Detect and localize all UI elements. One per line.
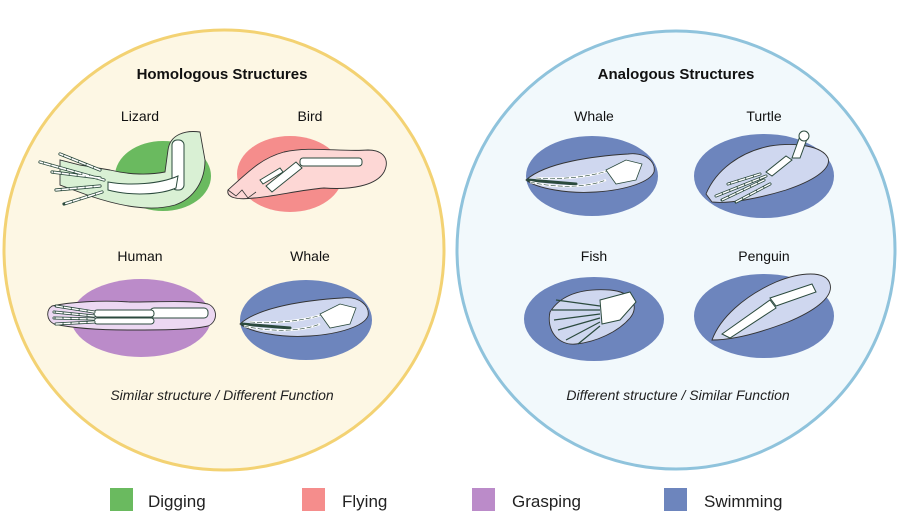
lizard-limb-icon xyxy=(38,131,206,209)
whale-analogous-label: Whale xyxy=(574,108,614,124)
turtle-label: Turtle xyxy=(746,108,781,124)
legend-item-digging: Digging xyxy=(110,488,206,511)
penguin-flipper-icon xyxy=(711,273,831,341)
legend-swatch-digging xyxy=(110,488,133,511)
legend-item-flying: Flying xyxy=(302,488,387,511)
legend-swatch-flying xyxy=(302,488,325,511)
legend-swatch-grasping xyxy=(472,488,495,511)
homologous-panel: Homologous Structures Lizard Bird xyxy=(2,28,446,472)
fish-fin-icon xyxy=(548,289,637,345)
turtle-item: Turtle xyxy=(694,108,834,218)
lizard-label: Lizard xyxy=(121,108,159,124)
bird-wing-icon xyxy=(227,148,387,200)
bird-item: Bird xyxy=(227,108,387,212)
whale-homologous-label: Whale xyxy=(290,248,330,264)
bird-label: Bird xyxy=(298,108,323,124)
analogous-caption: Different structure / Similar Function xyxy=(566,387,790,403)
whale-analogous-item: Whale xyxy=(524,108,658,216)
penguin-label: Penguin xyxy=(738,248,789,264)
homologous-title: Homologous Structures xyxy=(137,66,308,83)
fish-item: Fish xyxy=(524,248,664,361)
legend-swatch-swimming xyxy=(664,488,687,511)
turtle-flipper-icon xyxy=(705,130,829,204)
lizard-item: Lizard xyxy=(38,108,211,211)
legend-label-digging: Digging xyxy=(148,492,206,511)
legend-label-swimming: Swimming xyxy=(704,492,782,511)
fish-label: Fish xyxy=(581,248,607,264)
analogous-panel: Analogous Structures Whale Turtle xyxy=(455,29,897,471)
legend-label-grasping: Grasping xyxy=(512,492,581,511)
homologous-circle xyxy=(2,28,446,472)
legend-item-grasping: Grasping xyxy=(472,488,581,511)
human-label: Human xyxy=(117,248,162,264)
human-item: Human xyxy=(47,248,216,357)
legend: Digging Flying Grasping Swimming xyxy=(110,488,782,511)
whale-homologous-item: Whale xyxy=(238,248,372,360)
analogous-circle xyxy=(455,29,897,471)
legend-item-swimming: Swimming xyxy=(664,488,782,511)
homologous-caption: Similar structure / Different Function xyxy=(110,387,334,403)
analogous-title: Analogous Structures xyxy=(598,66,755,83)
legend-label-flying: Flying xyxy=(342,492,387,511)
penguin-item: Penguin xyxy=(694,248,834,358)
human-arm-icon xyxy=(47,300,216,331)
